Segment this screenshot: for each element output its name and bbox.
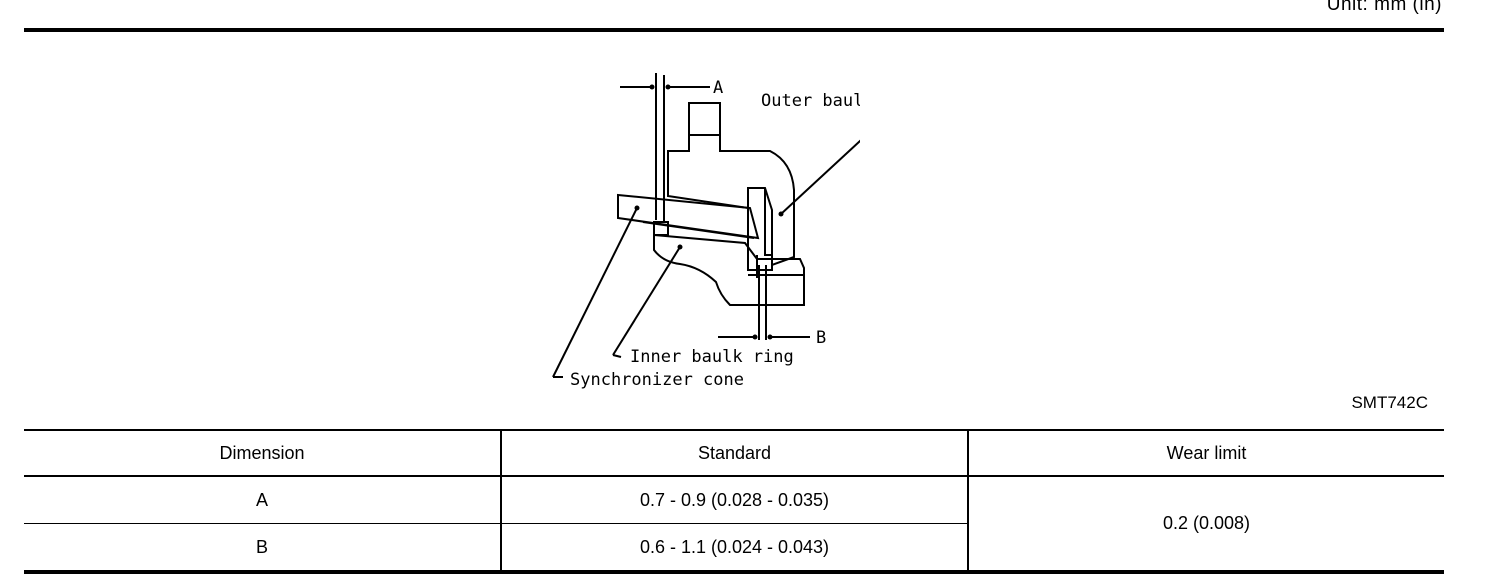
outer-ring-outline [667, 102, 795, 267]
dimension-cell: B [24, 523, 502, 574]
spec-table: Dimension Standard Wear limit A 0.7 - 0.… [24, 429, 1444, 574]
unit-label: Unit: mm (in) [1326, 0, 1442, 15]
label-synchronizer-cone: Synchronizer cone [570, 370, 744, 390]
header-dimension: Dimension [24, 429, 502, 477]
header-wear-limit: Wear limit [968, 429, 1444, 477]
standard-cell: 0.6 - 1.1 (0.024 - 0.043) [501, 523, 969, 574]
standard-cell: 0.7 - 0.9 (0.028 - 0.035) [501, 476, 969, 524]
table-header-row: Dimension Standard Wear limit [24, 429, 1444, 477]
label-outer-baulk-ring: Outer baulk ring [761, 91, 860, 111]
label-a: A [713, 78, 723, 98]
figure-code: SMT742C [1351, 393, 1428, 412]
header-standard: Standard [501, 429, 969, 477]
dimension-cell: A [24, 476, 502, 524]
cone-outline [617, 193, 760, 240]
label-inner-baulk-ring: Inner baulk ring [630, 347, 794, 367]
table-row: B 0.6 - 1.1 (0.024 - 0.043) [24, 523, 1444, 574]
baulk-ring-diagram: A B Outer baulk ring Inner baulk ring Sy… [552, 73, 860, 390]
wear-limit-cell: 0.2 (0.008) [968, 476, 1444, 574]
top-rule [24, 28, 1444, 32]
table-row: A 0.7 - 0.9 (0.028 - 0.035) 0.2 (0.008) [24, 476, 1444, 574]
label-b: B [816, 328, 826, 348]
